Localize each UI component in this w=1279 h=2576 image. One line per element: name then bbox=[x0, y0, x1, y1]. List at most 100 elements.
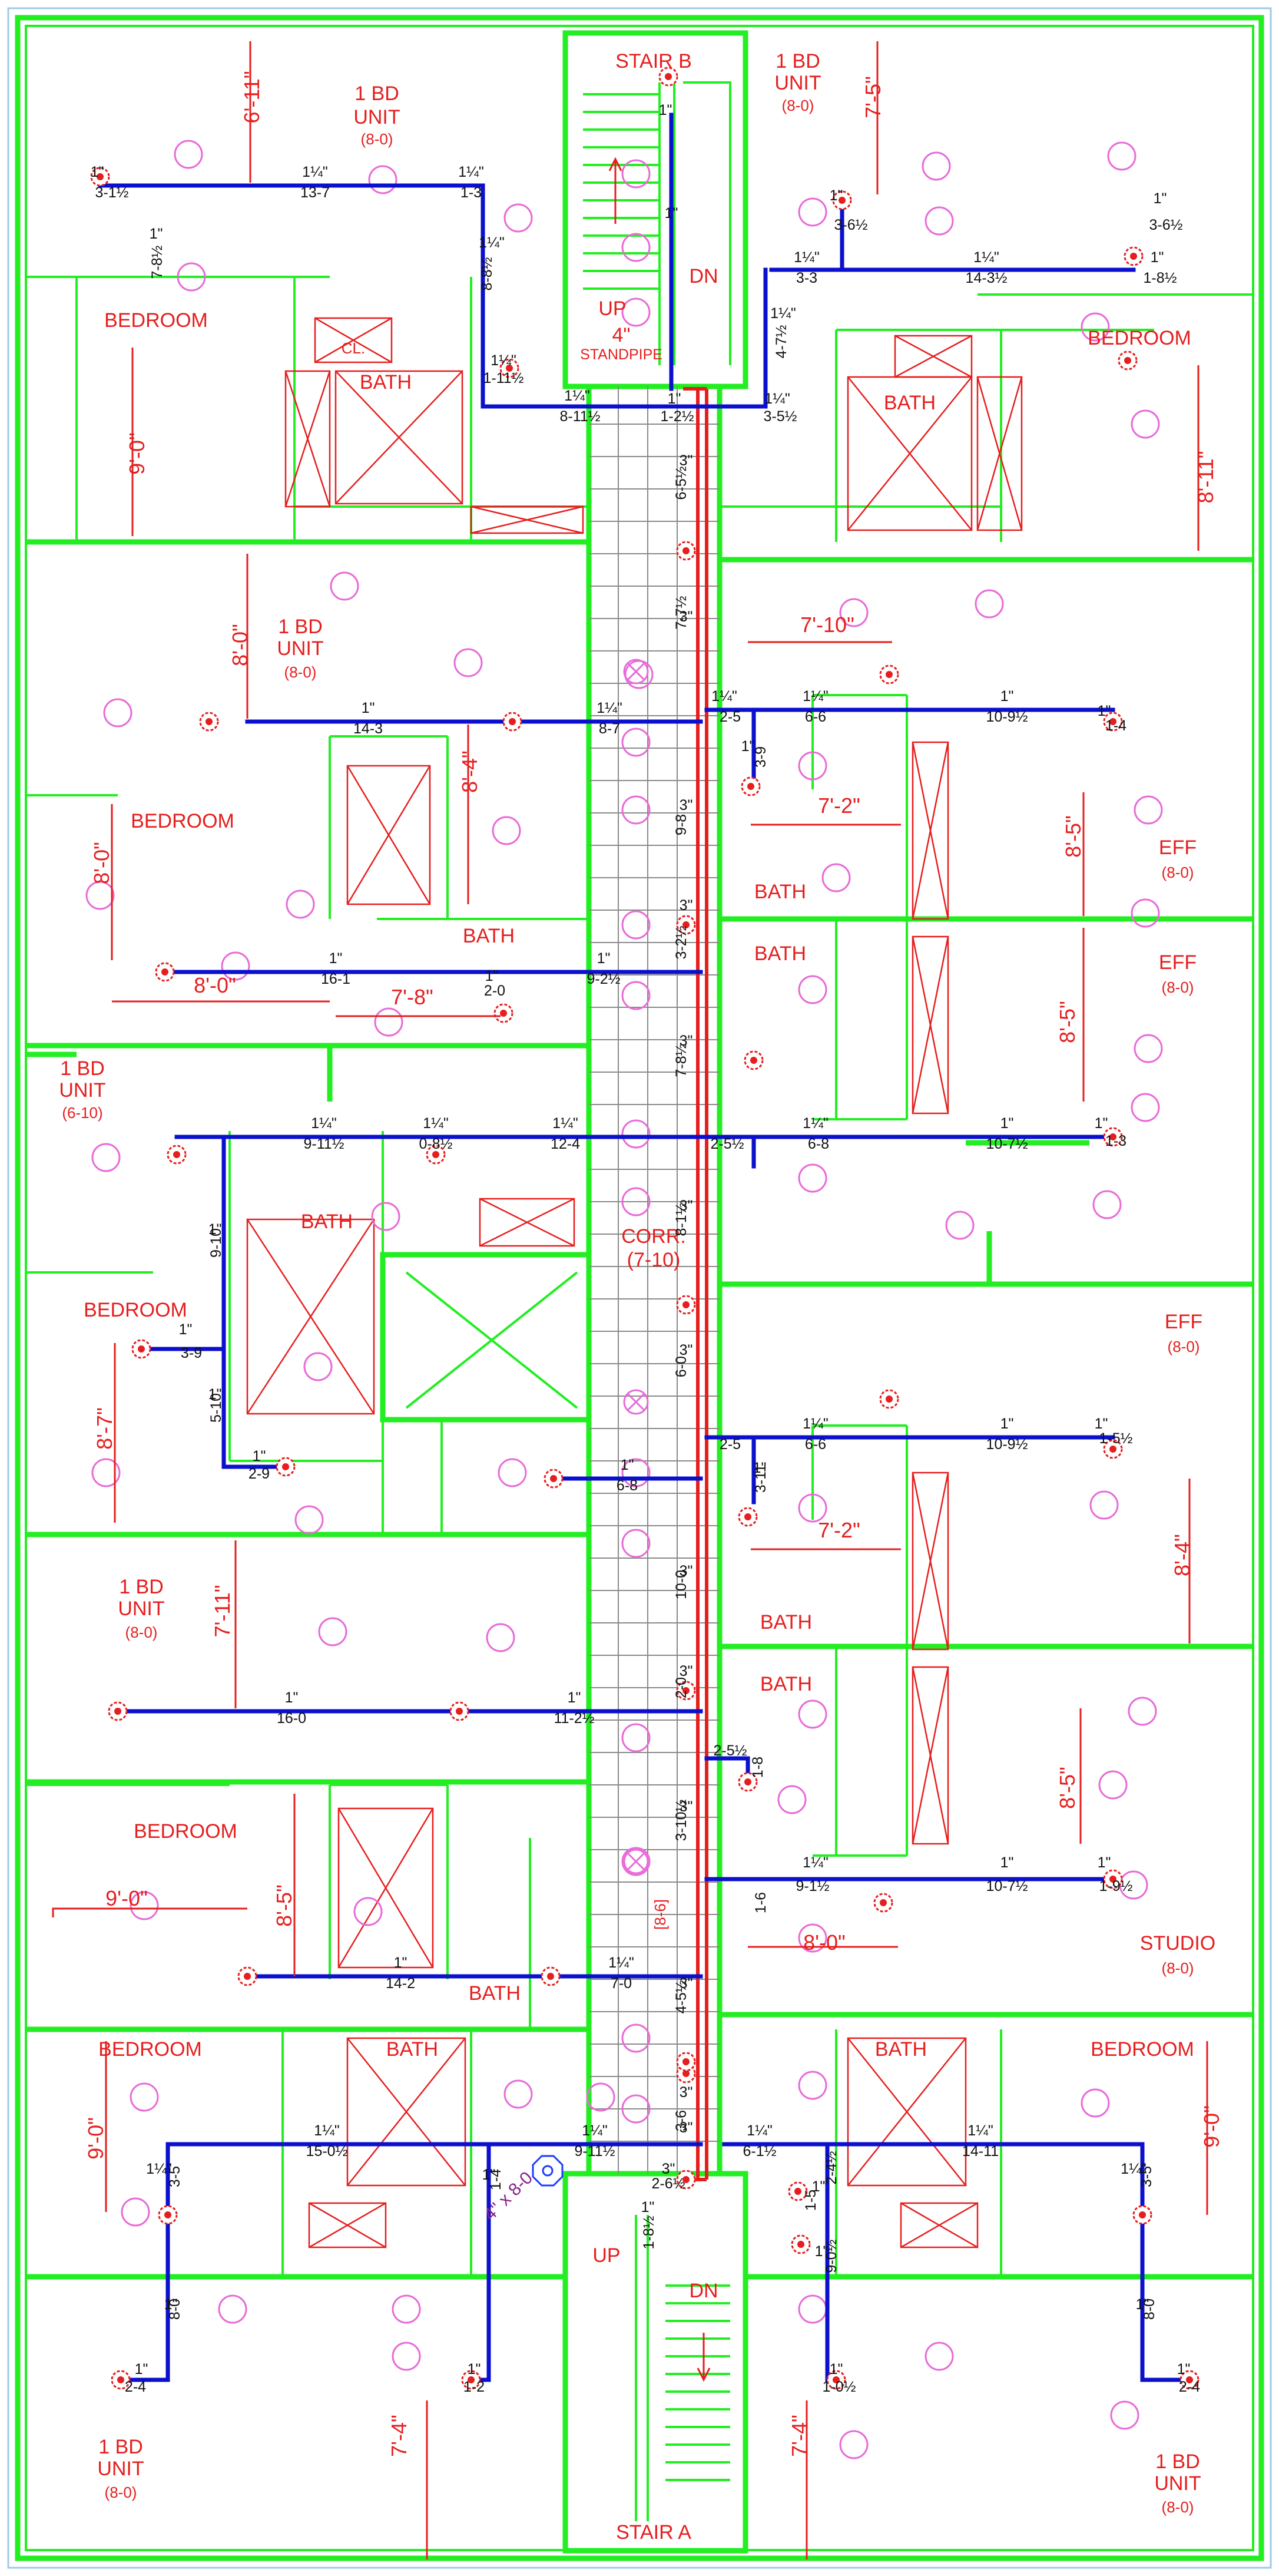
sprinkler-head-icon bbox=[108, 1701, 128, 1721]
fixture-circle bbox=[1089, 1490, 1119, 1520]
sprinkler-head-icon bbox=[237, 1966, 257, 1986]
pipe-length-label: 7-8½ bbox=[149, 245, 165, 279]
fixture-circle bbox=[330, 571, 359, 601]
pipe-length-label: 1-6 bbox=[753, 1892, 769, 1913]
svg-text:UNIT: UNIT bbox=[277, 637, 323, 660]
dimension-label: 7'-10" bbox=[800, 613, 854, 637]
pipe-size-label: 1" bbox=[1000, 1854, 1014, 1871]
pipe-size-label: 3" bbox=[680, 1798, 693, 1815]
bath-top-left bbox=[334, 370, 463, 505]
fixture-circle bbox=[1131, 1093, 1160, 1122]
closet-eff-3 bbox=[912, 1471, 949, 1651]
pipe-size-label: 3" bbox=[680, 797, 693, 814]
pipe-length-label: 6-6 bbox=[805, 709, 826, 725]
pipe-length-label: 13-7 bbox=[300, 184, 330, 201]
pipe-length-label: 15-0½ bbox=[306, 2143, 348, 2160]
pipe-length-label: 1-0½ bbox=[823, 2379, 856, 2395]
pipe-size-label: 3" bbox=[662, 2161, 675, 2177]
room-unit-4: 1 BD UNIT (6-10) bbox=[59, 1057, 105, 1122]
pipe-size-label: 1¼" bbox=[764, 391, 790, 407]
stair-a-up: UP bbox=[592, 2244, 620, 2267]
fixture-circle bbox=[371, 1202, 400, 1231]
unit-7-interior bbox=[835, 2029, 1002, 2278]
svg-text:1 BD: 1 BD bbox=[98, 2436, 143, 2458]
pipe-length-label: 2-5 bbox=[720, 709, 741, 725]
pipe-size-label: 1" bbox=[659, 102, 672, 118]
sprinkler-head-icon bbox=[658, 67, 678, 87]
room-unit-5: 1 BD UNIT (8-0) bbox=[118, 1576, 164, 1641]
pipe-size-label: 1" bbox=[668, 391, 681, 407]
branch-6 bbox=[174, 1135, 1115, 1469]
branch-14 bbox=[722, 2142, 1192, 2382]
pipe-size-label: 1¼" bbox=[491, 352, 516, 369]
fixture-circle bbox=[798, 1699, 827, 1729]
fixture-circle bbox=[925, 2342, 954, 2371]
room-bedroom-3: BEDROOM bbox=[131, 810, 234, 832]
fixture-circle bbox=[798, 1923, 827, 1953]
pipe-size-label: 1" bbox=[485, 968, 499, 984]
fixture-circle bbox=[621, 728, 651, 757]
sprinkler-head-icon bbox=[676, 2052, 696, 2072]
window-line-outer bbox=[7, 7, 1272, 2569]
fixture-circle bbox=[453, 648, 483, 677]
pipe-size-label: 1" bbox=[482, 2167, 496, 2183]
fixture-circle bbox=[975, 589, 1004, 619]
sprinkler-head-icon bbox=[873, 1893, 893, 1913]
fixture-circle bbox=[492, 816, 521, 845]
sprinkler-head-icon bbox=[199, 712, 219, 732]
fixture-circle bbox=[623, 1848, 649, 1874]
pipe-size-label: 1" bbox=[1095, 1115, 1108, 1132]
sprinkler-head-icon bbox=[502, 712, 522, 732]
fixture-circle bbox=[1131, 409, 1160, 439]
pipe-size-label: 3" bbox=[680, 1033, 693, 1049]
fixture-circle bbox=[221, 951, 250, 981]
closet-lower-left bbox=[337, 1807, 434, 1969]
dimension-label: 7'-11" bbox=[210, 1585, 234, 1637]
bath-bottom-left bbox=[346, 2037, 466, 2187]
pipe-length-label: 9-11½ bbox=[303, 1136, 344, 1152]
dimension-label: 7'-4" bbox=[787, 2415, 811, 2457]
unit-4-interior bbox=[26, 1131, 589, 1535]
fixture-circle bbox=[1107, 141, 1136, 171]
closet-mid bbox=[479, 1198, 575, 1247]
pipe-size-label: 3" bbox=[680, 2084, 693, 2101]
fixture-circle bbox=[839, 2430, 869, 2459]
fixture-circle bbox=[286, 889, 315, 919]
pipe-length-label: 6-8 bbox=[808, 1136, 829, 1152]
pipe-size-label: 1¼" bbox=[314, 2122, 340, 2139]
fixture-x-icon bbox=[627, 1393, 645, 1411]
fire-department-valve bbox=[532, 2155, 564, 2187]
pipe-length-label: 1-2½ bbox=[661, 408, 694, 425]
stair-b-dn: DN bbox=[689, 265, 718, 287]
pipe-size-label: 3" bbox=[680, 897, 693, 914]
sprinkler-head-icon bbox=[461, 2370, 481, 2390]
exterior-wall bbox=[15, 15, 1264, 2561]
pipe-length-label: 8-0 bbox=[167, 2299, 183, 2320]
fixture-circle bbox=[623, 1389, 649, 1415]
pipe-size-label: 1¼" bbox=[597, 700, 622, 716]
room-bath-6: BATH bbox=[301, 1211, 353, 1233]
room-bath-4: BATH bbox=[754, 881, 806, 903]
pipe-size-label: 1¼" bbox=[973, 249, 999, 266]
riser-line bbox=[696, 389, 708, 2180]
pipe-length-label: 2-5½ bbox=[711, 1136, 744, 1152]
pipe-length-label: 14-2 bbox=[386, 1975, 415, 1992]
fixture-circle bbox=[177, 262, 206, 292]
fixture-circle bbox=[945, 1211, 975, 1240]
fixture-circle bbox=[1110, 2400, 1139, 2430]
pipe-length-label: 3-2½ bbox=[673, 925, 690, 959]
pipe-length-label: 9-1½ bbox=[796, 1878, 830, 1894]
valve-octagon-icon bbox=[532, 2155, 564, 2187]
sprinkler-head-icon bbox=[1103, 1127, 1123, 1147]
stair-b-wall bbox=[562, 30, 748, 389]
pipe-size-label: 3" bbox=[680, 452, 693, 469]
pipe-length-label: 1-11½ bbox=[483, 370, 523, 386]
pipe-size-label: 1" bbox=[1154, 190, 1167, 207]
dimension-label: 7'-8" bbox=[391, 985, 433, 1009]
eff-interior-2 bbox=[811, 1424, 908, 1857]
pipe-length-label: 1-2 bbox=[463, 2379, 485, 2395]
sprinkler-head-icon bbox=[1103, 1439, 1123, 1459]
pipe-size-label: 1¼" bbox=[458, 164, 484, 180]
room-bath-3: BATH bbox=[463, 925, 515, 947]
pipe-size-label: 1¼" bbox=[1121, 2161, 1147, 2177]
